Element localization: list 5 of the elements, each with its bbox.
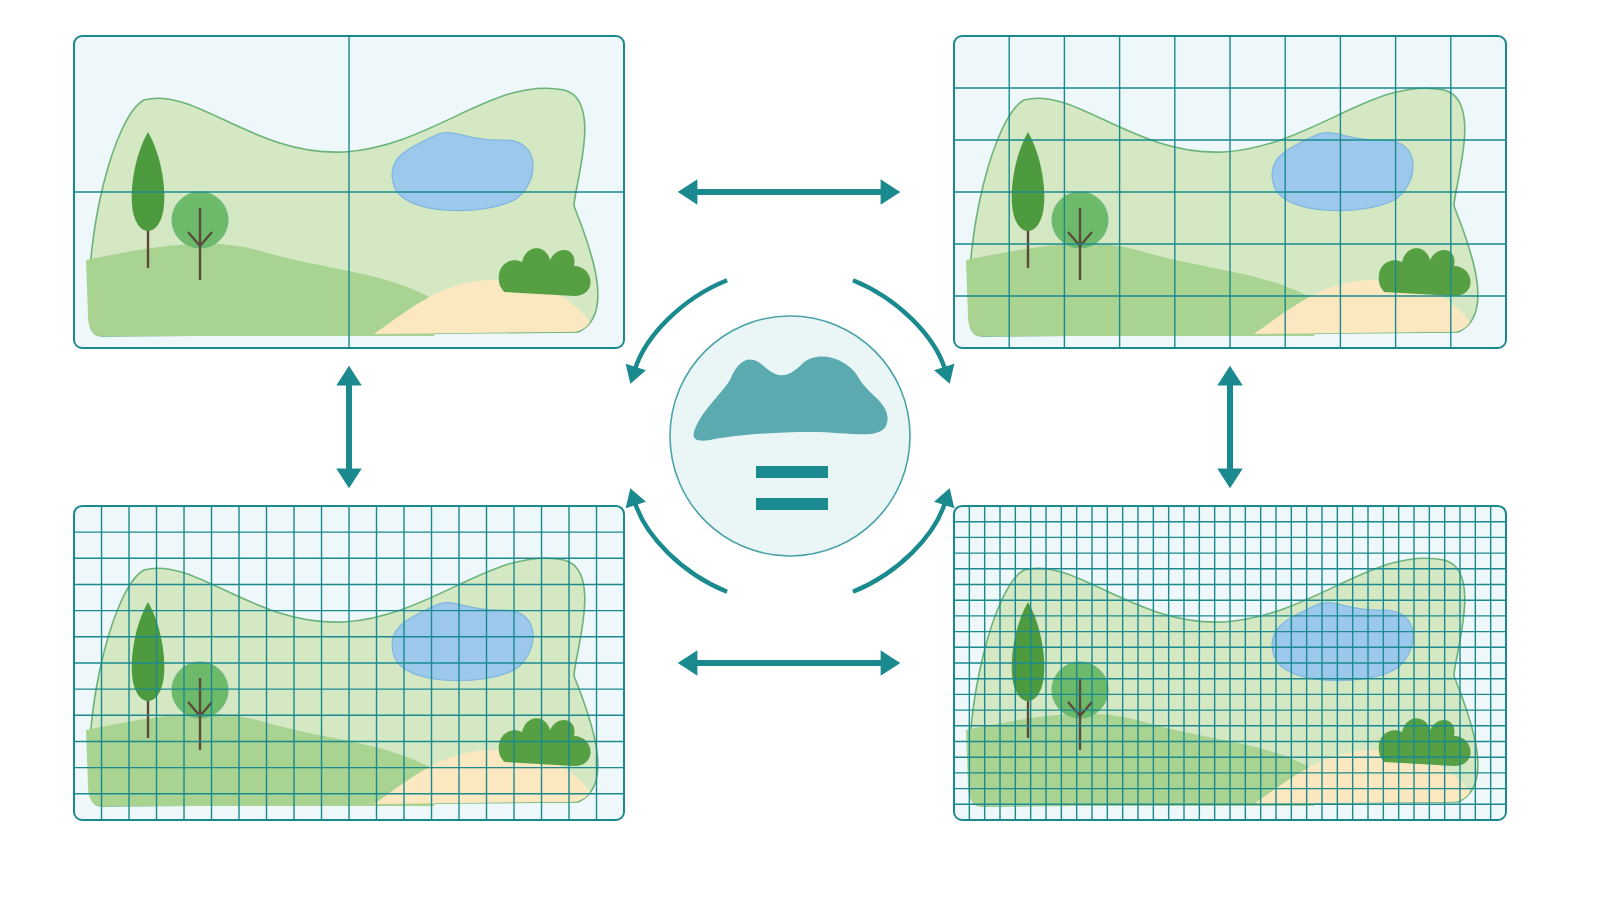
map-drawing bbox=[73, 505, 625, 821]
equivalence-drawing bbox=[669, 315, 911, 557]
map-drawing bbox=[953, 505, 1507, 821]
map-drawing bbox=[73, 35, 625, 349]
map-drawing bbox=[953, 35, 1507, 349]
